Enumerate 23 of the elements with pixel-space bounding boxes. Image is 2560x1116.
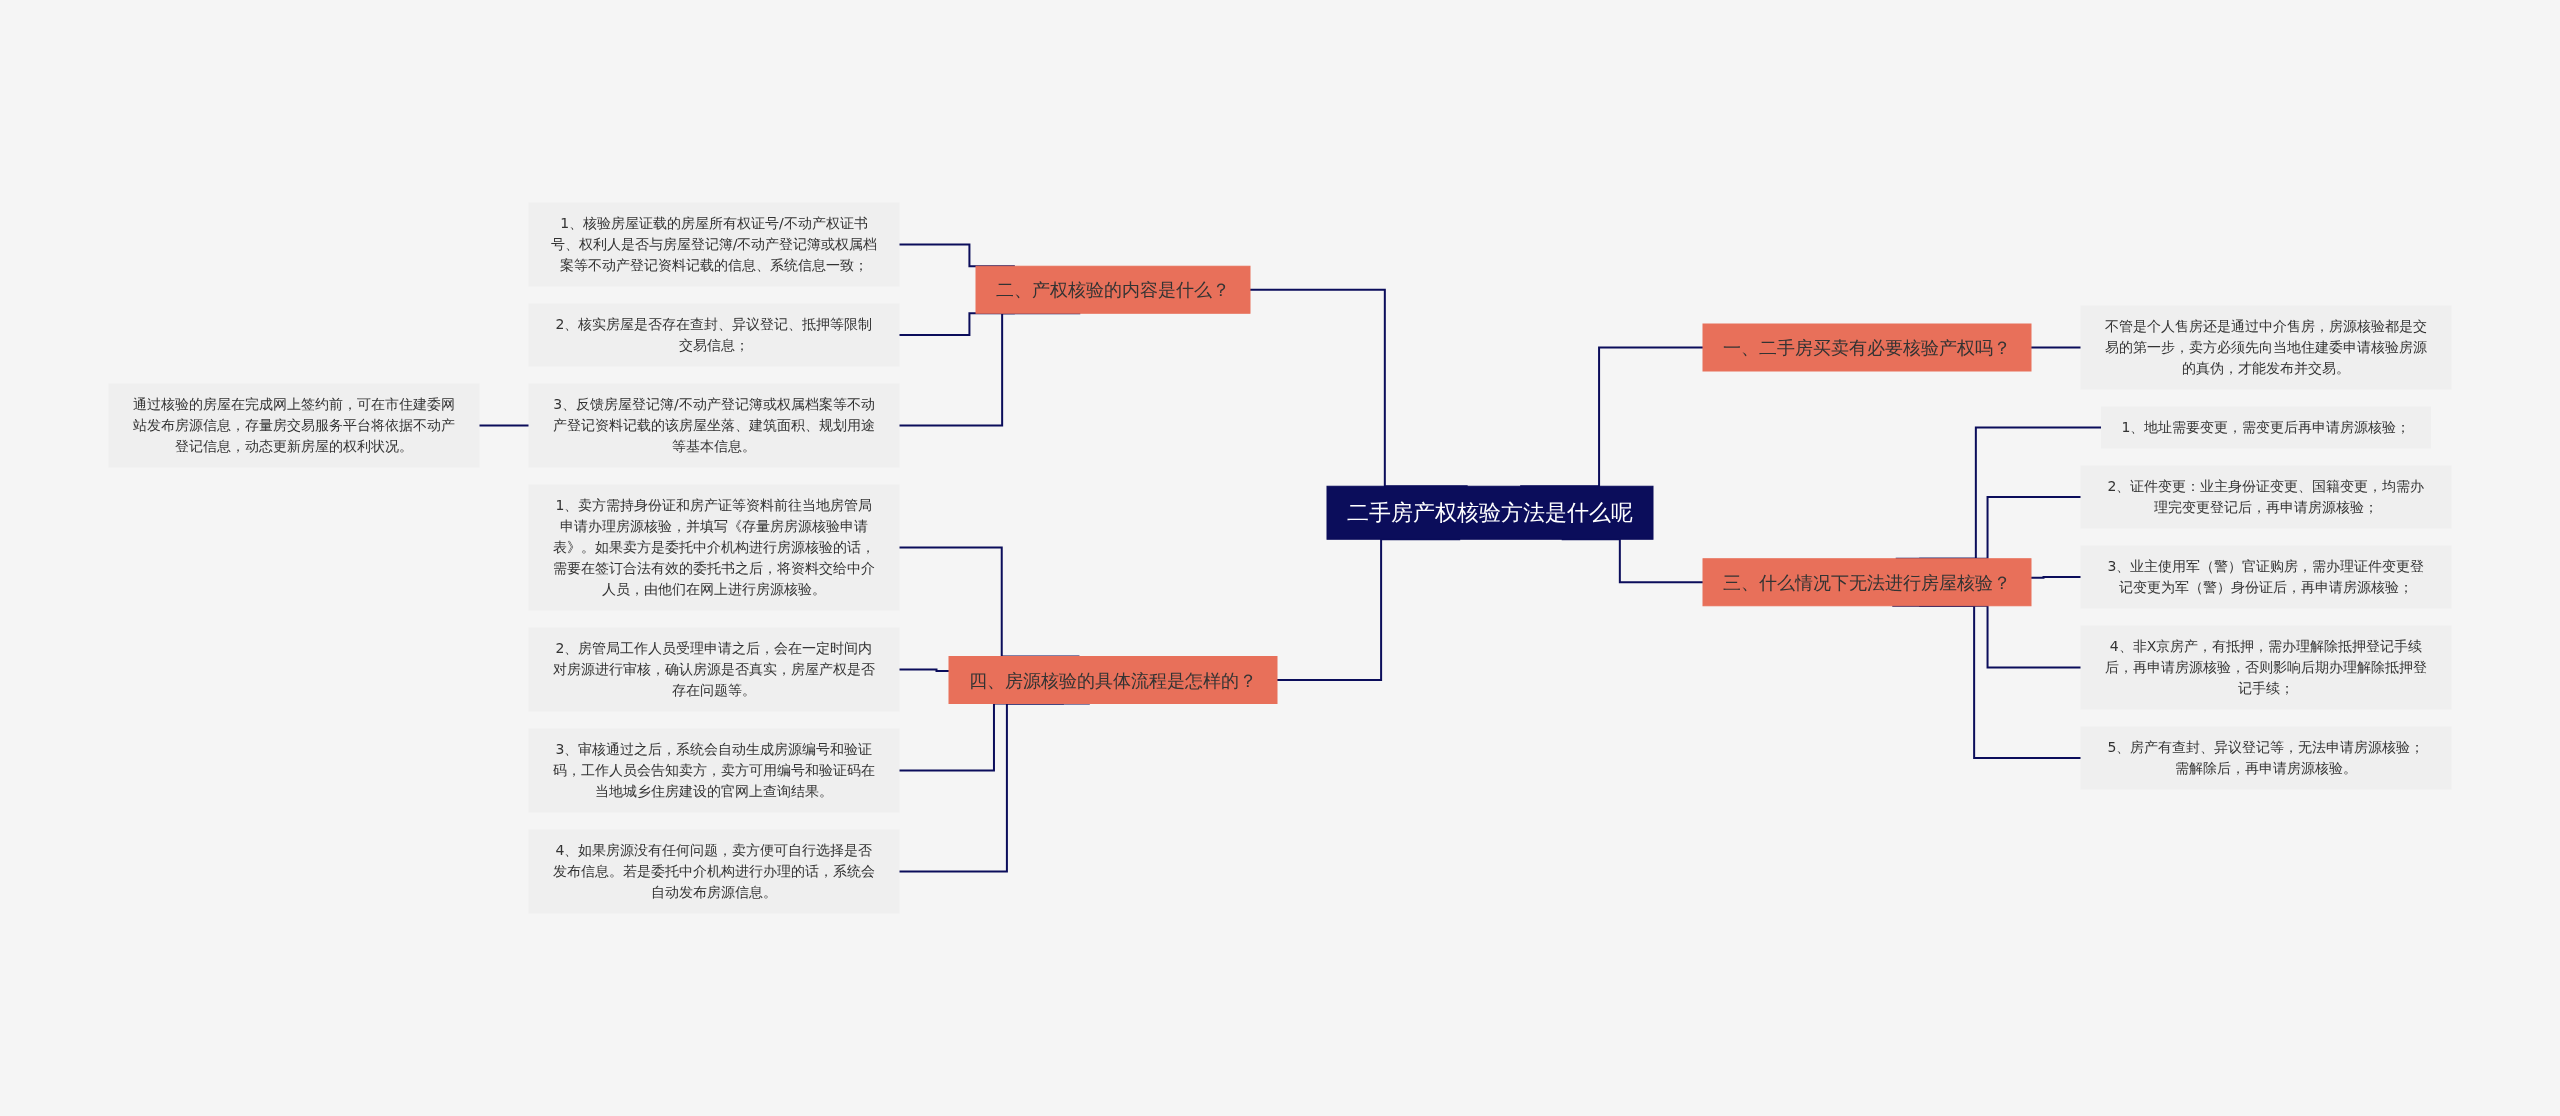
node-box: 5、房产有查封、异议登记等，无法申请房源核验；需解除后，再申请房源核验。 [2080,726,2452,790]
connector [898,668,950,672]
node-box: 1、核验房屋证载的房屋所有权证号/不动产权证书号、权利人是否与房屋登记簿/不动产登记簿或权属档案等不动产登记资料记载的信息、系统信息一致； [528,202,900,287]
node-box: 1、卖方需持身份证和房产证等资料前往当地房管局申请办理房源核验，并填写《存量房房源核验申请表》。如果卖方是委托中介机构进行房源核验的话，需要在签订合法有效的委托书之后，将资料交给中介人员，由他们在网上进行房源核验。 [528,484,900,611]
node-box: 2、证件变更：业主身份证变更、国籍变更，均需办理完变更登记后，再申请房源核验； [2080,465,2452,529]
node-box: 3、反馈房屋登记簿/不动产登记簿或权属档案等不动产登记资料记载的该房屋坐落、建筑面积、规划用途等基本信息。 [528,383,900,468]
node-box: 3、审核通过之后，系统会自动生成房源编号和验证码，工作人员会告知卖方，卖方可用编号和验证码在当地城乡住房建设的官网上查询结果。 [528,728,900,813]
connector [478,424,530,427]
node-box: 二手房产权核验方法是什么呢 [1326,485,1654,540]
node-box: 4、非X京房产，有抵押，需办理解除抵押登记手续后，再申请房源核验，否则影响后期办理解除抵押登记手续； [2080,625,2452,710]
node-box: 三、什么情况下无法进行房屋核验？ [1702,558,2032,607]
node-box: 4、如果房源没有任何问题，卖方便可自行选择是否发布信息。若是委托中介机构进行办理的话，系统会自动发布房源信息。 [528,829,900,914]
node-box: 2、房管局工作人员受理申请之后，会在一定时间内对房源进行审核，确认房源是否真实，房屋产权是否存在问题等。 [528,627,900,712]
connector [2030,576,2082,579]
connector [2030,346,2082,349]
node-box: 3、业主使用军（警）官证购房，需办理证件变更登记变更为军（警）身份证后，再申请房源核验； [2080,545,2452,609]
node-box: 通过核验的房屋在完成网上签约前，可在市住建委网站发布房源信息，存量房交易服务平台将依据不动产登记信息，动态更新房屋的权利状况。 [108,383,480,468]
node-box: 1、地址需要变更，需变更后再申请房源核验； [2101,406,2431,449]
node-box: 不管是个人售房还是通过中介售房，房源核验都是交易的第一步，卖方必须先向当地住建委申请核验房源的真伪，才能发布并交易。 [2080,305,2452,390]
node-box: 一、二手房买卖有必要核验产权吗？ [1702,323,2032,372]
node-box: 四、房源核验的具体流程是怎样的？ [948,656,1278,704]
node-box: 二、产权核验的内容是什么？ [975,265,1251,314]
node-box: 2、核实房屋是否存在查封、异议登记、抵押等限制交易信息； [528,303,900,367]
